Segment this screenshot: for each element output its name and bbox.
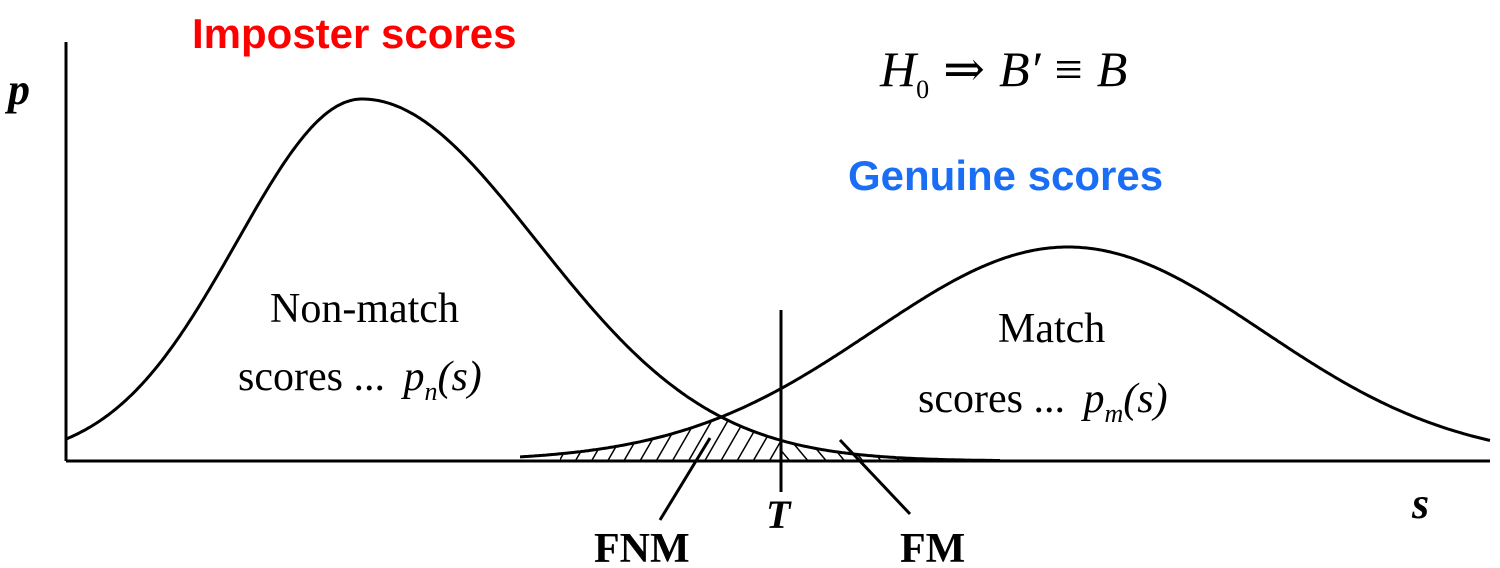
hypothesis-h: H: [879, 41, 919, 97]
fm-label: FM: [900, 526, 965, 568]
x-axis-label: s: [1411, 479, 1429, 528]
match-prefix: scores ...: [918, 376, 1075, 422]
implies-symbol: ⇒: [943, 41, 985, 97]
equivalence-symbol: ≡: [1055, 41, 1083, 97]
nonmatch-distribution-curve: [65, 97, 1000, 462]
nonmatch-argument: (s): [437, 354, 481, 400]
match-distribution-curve: [519, 245, 1491, 459]
threshold-label: T: [766, 492, 792, 537]
hypothesis-subscript: 0: [916, 75, 929, 104]
fm-pointer-line: [838, 438, 912, 516]
nonmatch-prefix: scores ...: [238, 354, 395, 400]
y-axis-label: p: [4, 65, 30, 114]
match-p: p: [1080, 376, 1104, 422]
fnm-pointer-line: [658, 437, 712, 521]
hypothesis-b: B: [1097, 41, 1128, 97]
fnm-hatched-region: [560, 417, 781, 461]
match-label-line1: Match: [998, 306, 1105, 352]
nonmatch-subscript: n: [424, 377, 437, 406]
nonmatch-label-line1: Non-match: [270, 286, 459, 332]
imposter-scores-title: Imposter scores: [192, 10, 516, 57]
hypothesis-b-prime: B′: [999, 41, 1042, 97]
fm-hatched-region: [781, 440, 940, 461]
nonmatch-label-line2: scores ... pn(s): [238, 354, 482, 406]
nonmatch-p: p: [400, 354, 424, 400]
hypothesis-formula: H0 ⇒B′≡B: [879, 41, 1127, 104]
genuine-scores-title: Genuine scores: [848, 152, 1163, 199]
match-label-line2: scores ... pm(s): [918, 376, 1168, 428]
match-subscript: m: [1104, 399, 1123, 428]
fnm-label: FNM: [594, 526, 690, 568]
match-argument: (s): [1123, 376, 1167, 422]
